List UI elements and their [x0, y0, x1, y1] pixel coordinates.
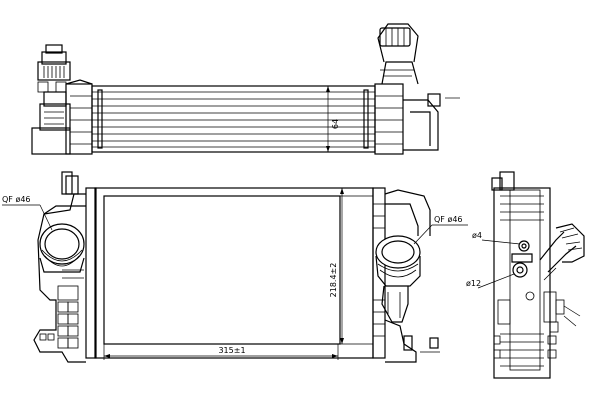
- hole-large-label: ø12: [466, 279, 481, 288]
- side-core: [491, 171, 581, 379]
- top-right-end-tank: [374, 23, 460, 155]
- front-right-tank: [372, 187, 440, 363]
- side-hole-callouts: ø4 ø12: [466, 231, 521, 289]
- front-width-dimension: 315±1: [103, 344, 339, 360]
- hole-small-label: ø4: [472, 231, 482, 240]
- left-port-callout: QF ø46: [2, 195, 53, 231]
- front-left-tank: [33, 171, 97, 363]
- dim-315-label: 315±1: [218, 346, 245, 355]
- side-outlet-pipe: [539, 223, 585, 281]
- right-port-callout: QF ø46: [413, 215, 468, 245]
- side-view: ø4 ø12: [466, 171, 585, 379]
- front-height-dimension: 218.4±2: [329, 188, 344, 344]
- top-height-dimension: 64: [326, 86, 340, 152]
- dim-218-label: 218.4±2: [329, 263, 338, 298]
- front-view: QF ø46: [2, 171, 468, 363]
- left-port-callout-label: QF ø46: [2, 195, 31, 204]
- side-mount-holes: [511, 240, 535, 301]
- dim-64-label: 64: [331, 119, 340, 129]
- top-left-end-tank: [31, 44, 93, 155]
- right-port-callout-label: QF ø46: [434, 215, 463, 224]
- top-view: 64: [31, 23, 460, 155]
